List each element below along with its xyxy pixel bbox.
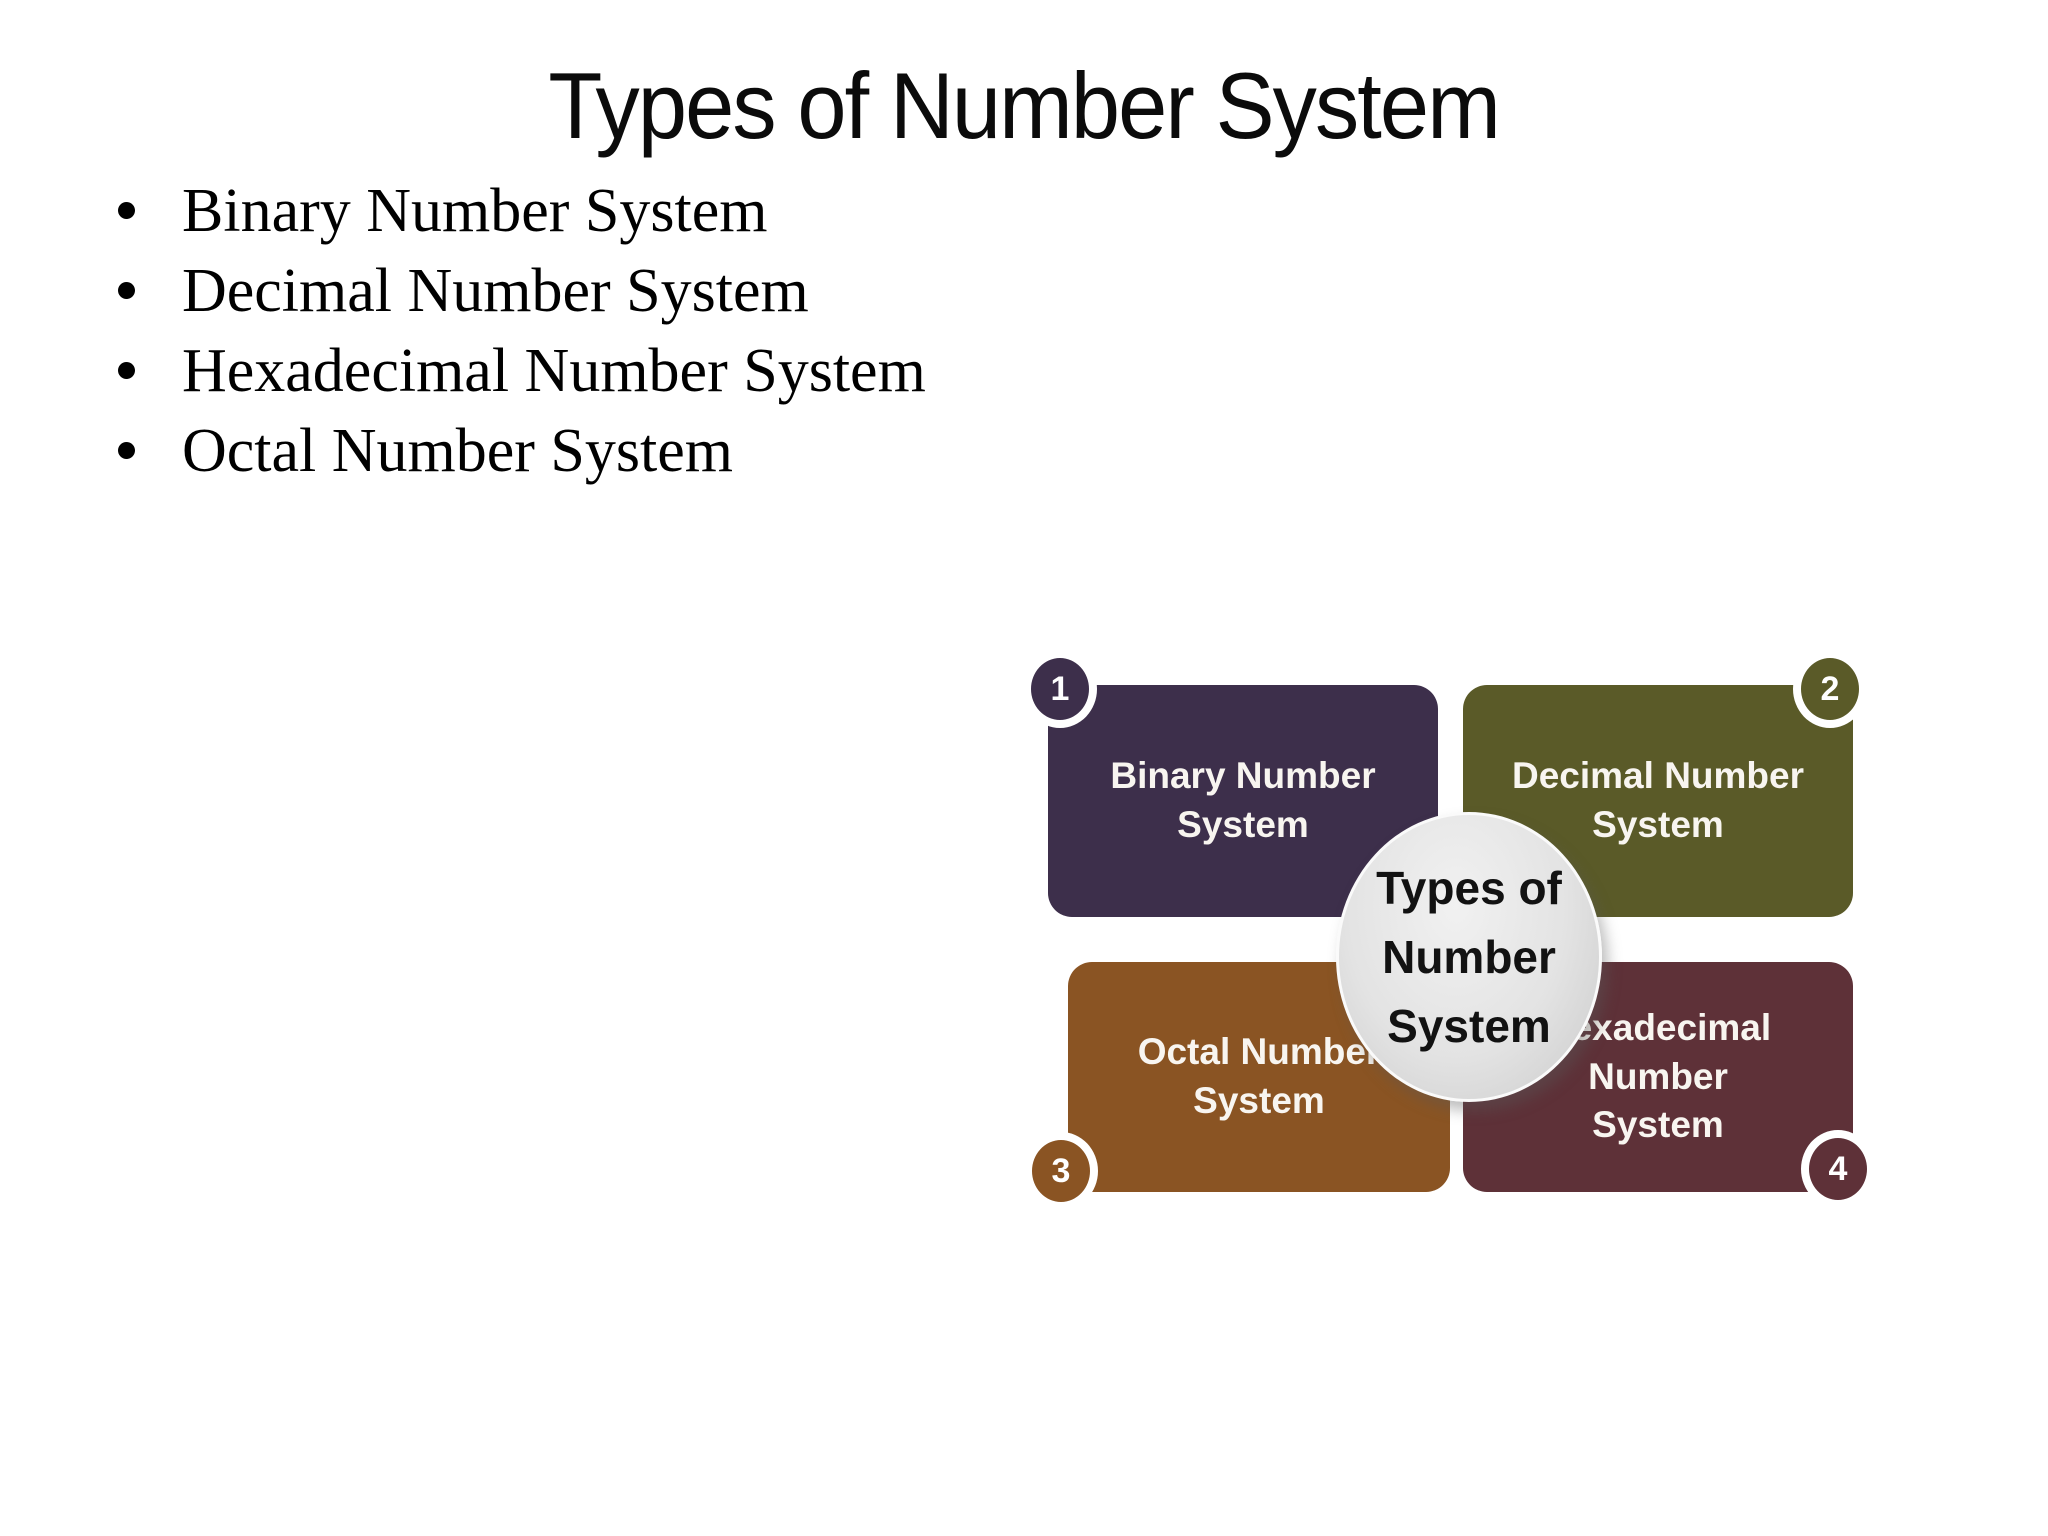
diagram-center-ellipse: Types of Number System: [1336, 812, 1602, 1102]
list-item: Binary Number System: [118, 180, 926, 242]
bullet-icon: [118, 362, 135, 379]
center-label-line: Types of: [1376, 861, 1562, 914]
badge-number: 1: [1050, 669, 1070, 708]
bullet-text: Decimal Number System: [182, 257, 809, 325]
badge-number: 4: [1828, 1149, 1848, 1188]
bullet-text: Binary Number System: [182, 177, 768, 245]
list-item: Hexadecimal Number System: [118, 340, 926, 402]
center-label-line: System: [1387, 999, 1551, 1052]
page-title: Types of Number System: [0, 52, 2048, 160]
bullet-list: Binary Number System Decimal Number Syst…: [118, 180, 926, 500]
bullet-icon: [118, 202, 135, 219]
number-badge-3: 3: [1024, 1132, 1098, 1210]
bullet-icon: [118, 282, 135, 299]
bullet-icon: [118, 442, 135, 459]
center-label-line: Number: [1382, 930, 1556, 983]
list-item: Octal Number System: [118, 420, 926, 482]
box-label: Octal Number System: [1137, 1031, 1381, 1121]
bullet-text: Hexadecimal Number System: [182, 337, 926, 405]
binary-number-system-box: Binary Number System: [1048, 685, 1438, 917]
number-badge-4: 4: [1801, 1130, 1875, 1208]
number-badge-1: 1: [1023, 650, 1097, 728]
badge-number: 2: [1820, 669, 1840, 708]
box-label: Binary Number System: [1110, 755, 1376, 845]
badge-number: 3: [1051, 1151, 1071, 1190]
list-item: Decimal Number System: [118, 260, 926, 322]
box-label: Decimal Number System: [1512, 755, 1804, 845]
number-system-diagram: Binary Number System Decimal Number Syst…: [1020, 640, 1900, 1240]
page-title-text: Types of Number System: [548, 53, 1501, 158]
number-badge-2: 2: [1793, 650, 1867, 728]
bullet-text: Octal Number System: [182, 417, 734, 485]
